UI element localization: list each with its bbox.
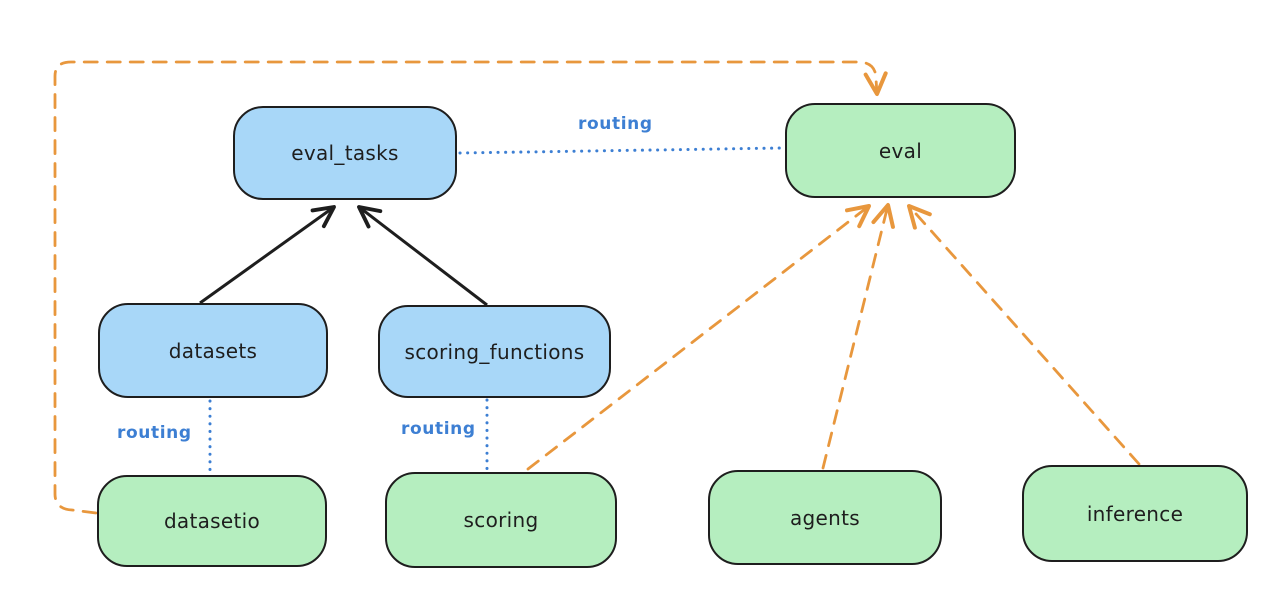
node-agents: agents <box>708 470 942 565</box>
node-label-scoring_functions: scoring_functions <box>404 339 585 364</box>
node-eval: eval <box>785 103 1016 198</box>
node-datasetio: datasetio <box>97 475 327 567</box>
node-scoring: scoring <box>385 472 617 568</box>
edge-datasetio-to-eval <box>53 60 888 515</box>
edge-label-scoring_functions-to-scoring-routing: routing <box>401 419 476 439</box>
node-label-agents: agents <box>790 505 860 530</box>
edge-label-eval_tasks-to-eval-routing: routing <box>578 114 653 134</box>
node-label-scoring: scoring <box>463 508 539 532</box>
edge-datasets-to-eval_tasks <box>199 205 336 305</box>
edge-inference-to-eval <box>906 203 1141 466</box>
edge-scoring_functions-to-eval_tasks <box>357 205 488 307</box>
edge-agents-to-eval <box>821 202 895 470</box>
node-scoring_functions: scoring_functions <box>378 305 611 398</box>
edge-eval_tasks-to-eval-routing <box>458 146 785 155</box>
node-datasets: datasets <box>98 303 328 398</box>
node-inference: inference <box>1022 465 1248 562</box>
node-eval_tasks: eval_tasks <box>233 106 457 200</box>
node-label-inference: inference <box>1086 501 1184 526</box>
edge-label-datasets-to-datasetio-routing: routing <box>117 423 192 443</box>
node-label-datasets: datasets <box>168 338 258 363</box>
node-label-datasetio: datasetio <box>163 509 261 533</box>
edge-scoring-to-eval <box>526 203 872 471</box>
node-label-eval_tasks: eval_tasks <box>291 141 399 165</box>
node-label-eval: eval <box>878 138 923 163</box>
